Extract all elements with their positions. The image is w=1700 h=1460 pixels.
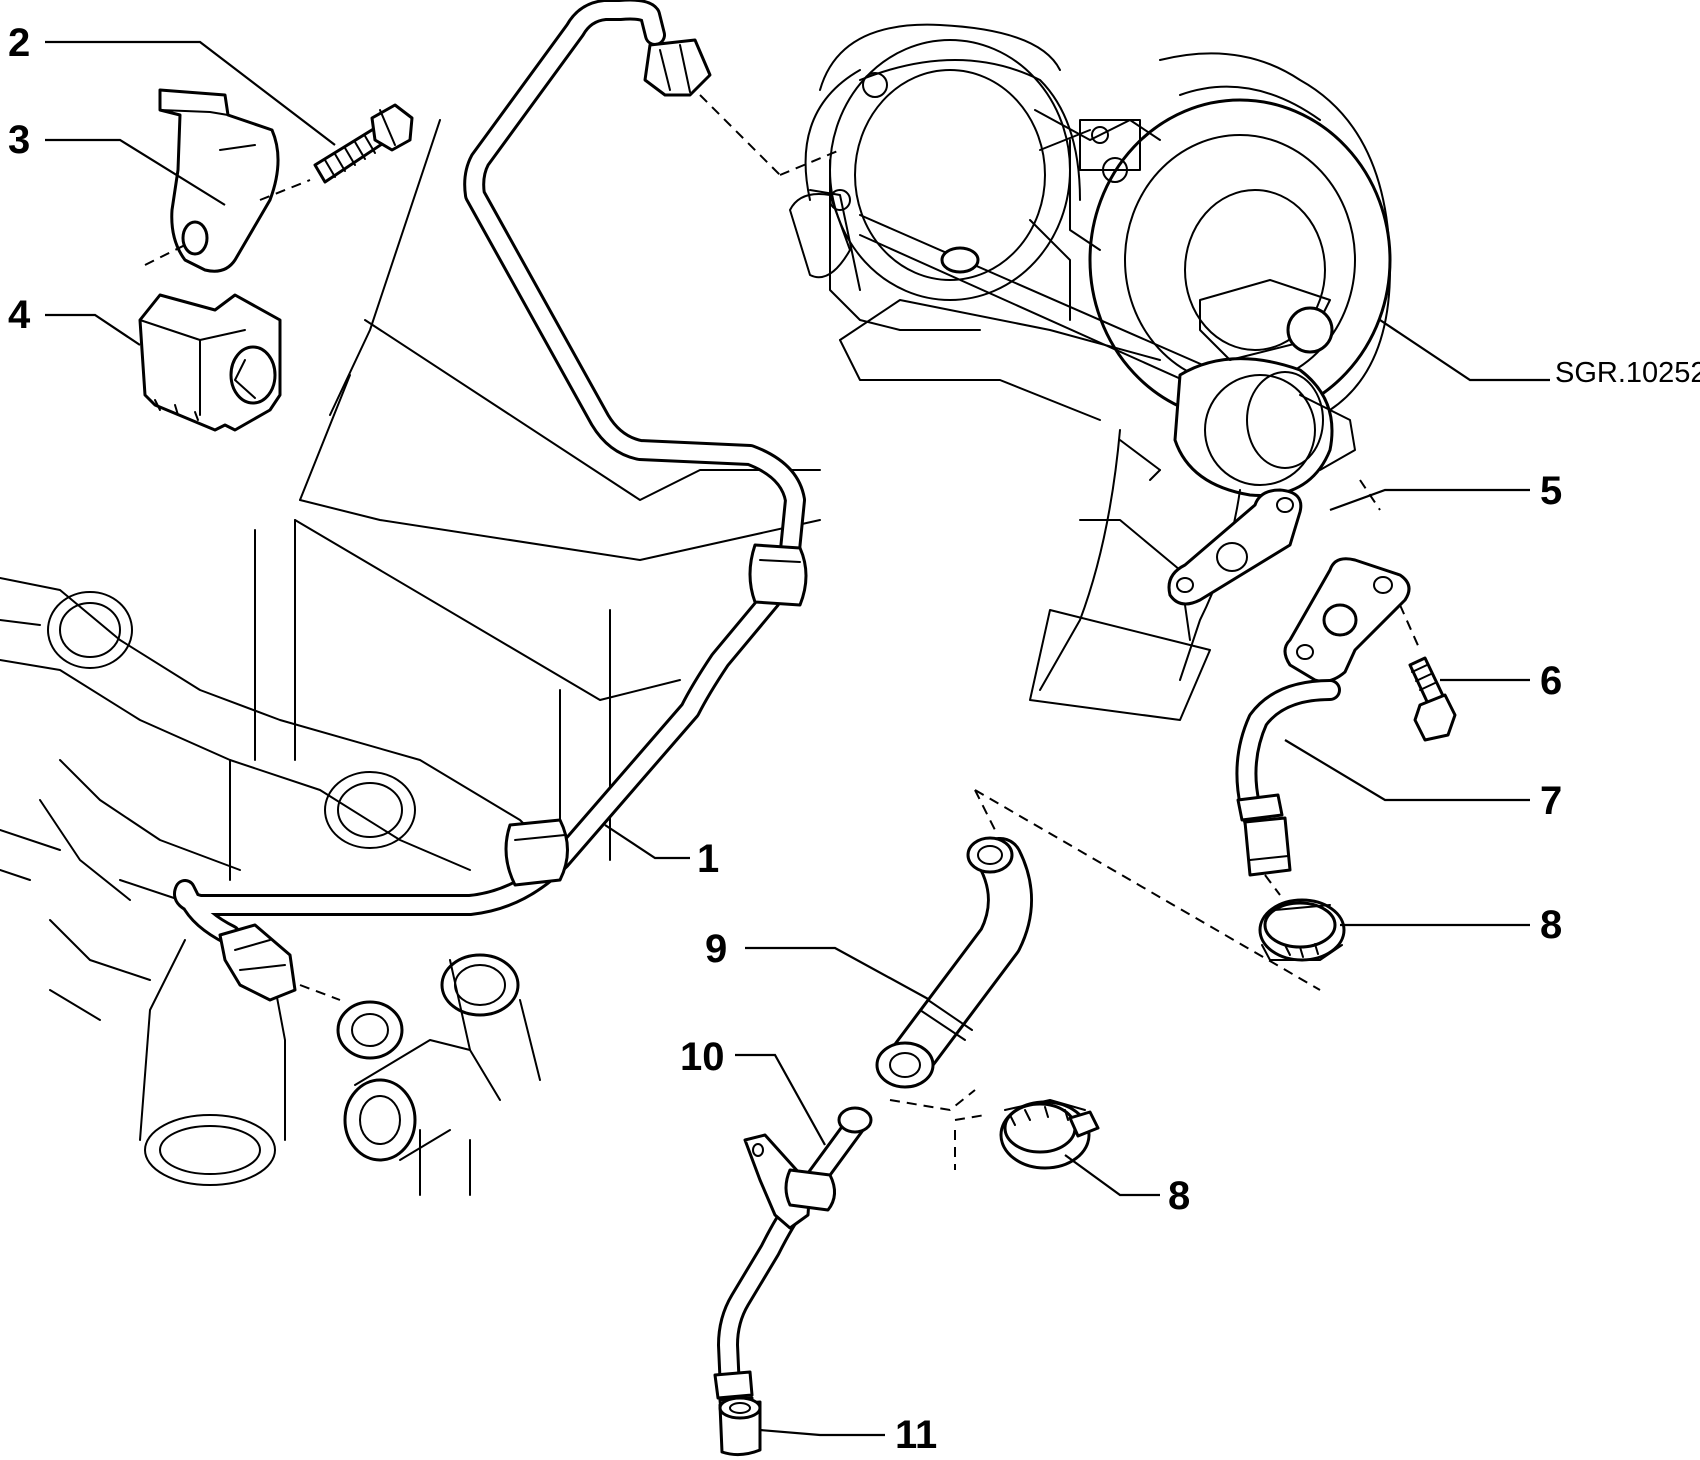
callout-labels: 2 3 4 5 6 7 1 8 9 10 8 11 SGR.10252 (8, 21, 1700, 1457)
callout-11: 11 (895, 1413, 937, 1457)
callout-4: 4 (8, 293, 31, 337)
callout-5: 5 (1540, 469, 1562, 513)
callout-leader-lines (45, 40, 1550, 1437)
bracket-part-3 (158, 88, 280, 273)
engine-block-outline (0, 119, 821, 1196)
bolt-part-2 (313, 103, 414, 184)
assembly-centerlines (144, 94, 1421, 1170)
pipe-part-10 (713, 1106, 873, 1424)
reference-code: SGR.10252 (1555, 357, 1700, 389)
hose-part-9 (875, 836, 1033, 1089)
bolt-part-6 (1408, 656, 1457, 742)
turbocharger-assembly (789, 23, 1392, 721)
callout-6: 6 (1540, 659, 1562, 703)
grommet-part-4 (138, 293, 282, 432)
hose-clamp-part-8a (1258, 898, 1346, 962)
gasket-part-5 (1167, 488, 1303, 606)
callout-3: 3 (8, 118, 30, 162)
callout-7: 7 (1540, 779, 1562, 823)
oil-return-pipe (1235, 557, 1411, 877)
callout-2: 2 (8, 21, 30, 65)
callout-8b: 8 (1168, 1174, 1190, 1218)
callout-1: 1 (697, 837, 719, 881)
callout-10: 10 (680, 1035, 725, 1079)
callout-9: 9 (705, 927, 727, 971)
oil-feed-pipe (173, 0, 808, 1002)
callout-8a: 8 (1540, 903, 1562, 947)
sleeve-part-11 (718, 1396, 762, 1457)
hose-clamp-part-8b (999, 1099, 1100, 1170)
